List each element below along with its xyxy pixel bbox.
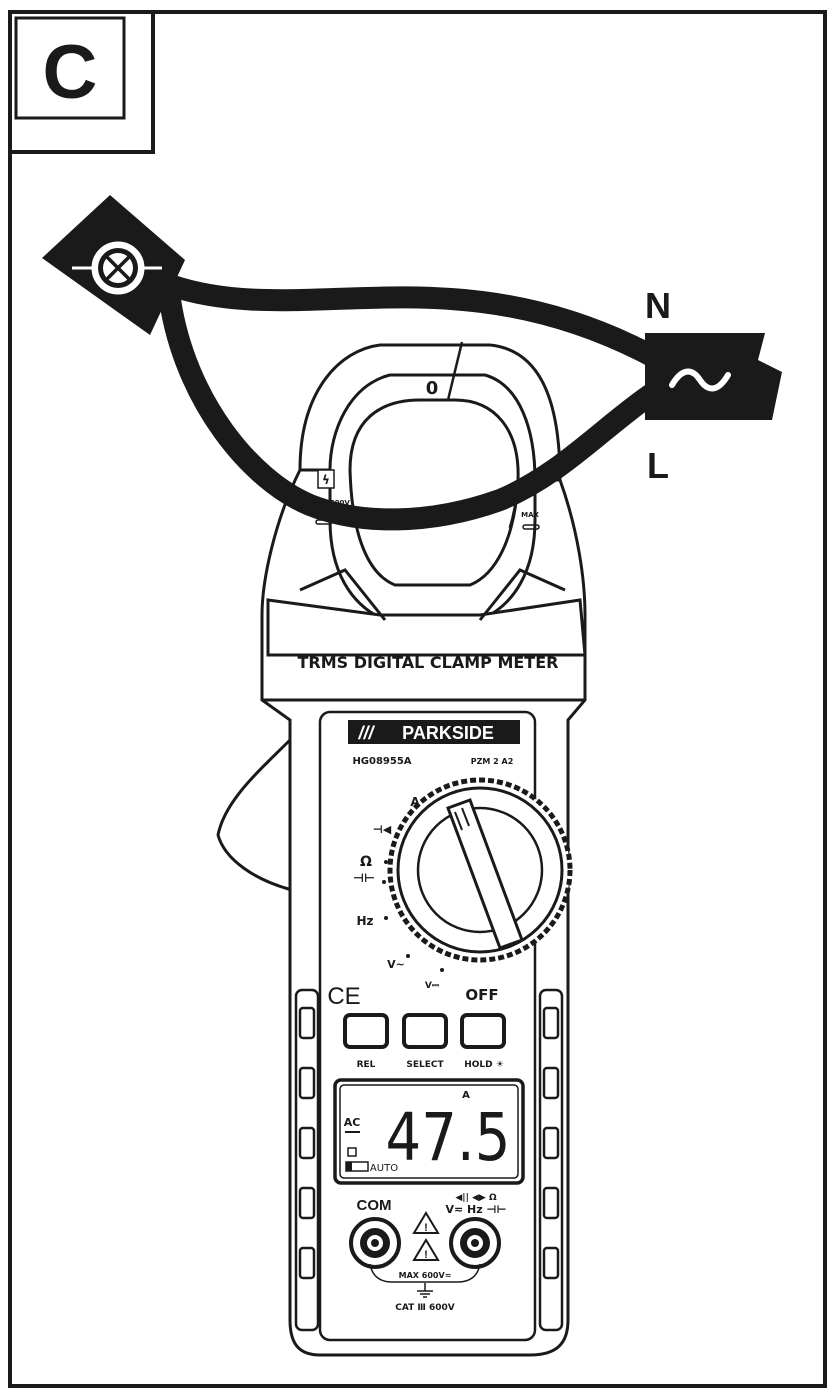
warning-bolt-icon: ϟ xyxy=(322,473,330,487)
rel-button[interactable] xyxy=(343,1013,389,1049)
lcd-flag-icon xyxy=(347,1147,357,1157)
clamp-jaw xyxy=(298,343,562,482)
neutral-label: N xyxy=(645,285,671,326)
select-button-label: SELECT xyxy=(406,1060,444,1070)
warning-triangle-icon: ! xyxy=(412,1211,440,1234)
lamp-symbol xyxy=(72,241,162,295)
svg-text:!: ! xyxy=(424,1222,428,1234)
warning-triangle-icon-2: ! xyxy=(412,1238,440,1261)
brand-bar xyxy=(348,720,520,744)
outer-frame xyxy=(8,10,827,1388)
model-code: PZM 2 A2 xyxy=(471,757,514,766)
rating-bracket xyxy=(369,1263,481,1283)
dial-label-hz: Hz xyxy=(356,914,373,928)
panel-letter: C xyxy=(43,30,98,115)
com-socket[interactable] xyxy=(349,1217,401,1269)
brand-name: PARKSIDE xyxy=(402,723,494,743)
jaw-marker: 0 xyxy=(426,378,439,399)
lcd-auto: AUTO xyxy=(370,1163,398,1174)
max-rating: MAX 600V≂ xyxy=(399,1271,452,1280)
live-wire xyxy=(159,289,661,531)
dial-label-ohm: Ω xyxy=(360,854,372,870)
dial-label-v-ac: V⎓ xyxy=(425,981,440,991)
clamp-trigger xyxy=(216,736,294,892)
jaw-right-label: MAX xyxy=(521,511,539,519)
rel-button-label: REL xyxy=(357,1060,376,1070)
com-label: COM xyxy=(357,1197,392,1214)
input-socket[interactable] xyxy=(449,1217,501,1269)
lcd-mode: AC xyxy=(344,1116,361,1129)
dial-label-v-dc: V~ xyxy=(387,958,405,971)
ce-mark: CE xyxy=(327,983,360,1010)
right-grip xyxy=(538,988,564,1332)
dial-label-capacitance: ⊣⊢ xyxy=(353,871,375,885)
brand-slashes: /// xyxy=(357,723,375,743)
mains-symbol xyxy=(669,368,731,392)
warning-symbol-box xyxy=(317,469,335,489)
dial-label-diode: ⊣◀ xyxy=(373,823,392,836)
live-label: L xyxy=(647,445,669,486)
panel-letter-box xyxy=(14,16,126,120)
battery-icon xyxy=(345,1161,369,1172)
left-grip xyxy=(294,988,320,1332)
shoulder-band xyxy=(266,598,587,657)
input-label-top: ◀|| ◀▶ Ω xyxy=(455,1193,497,1203)
hold-button[interactable] xyxy=(460,1013,506,1049)
mains-block xyxy=(645,333,782,420)
lcd-reading: 47.5 xyxy=(386,1100,511,1177)
dial-pointer xyxy=(446,798,524,950)
device-title: TRMS DIGITAL CLAMP METER xyxy=(298,653,559,672)
jaw-right-slot xyxy=(522,524,540,530)
neutral-wire xyxy=(159,274,661,366)
rotary-selector-dial[interactable] xyxy=(387,777,573,963)
cat-rating: CAT Ⅲ 600V xyxy=(395,1303,455,1313)
jaw-seam xyxy=(446,341,464,401)
lcd-unit: A xyxy=(462,1090,470,1101)
ground-icon xyxy=(417,1283,433,1298)
input-label-bottom: V≂ Hz ⊣⊢ xyxy=(445,1203,506,1216)
lcd-display: A AC 47.5 AUTO xyxy=(333,1078,525,1185)
dial-label-off: OFF xyxy=(465,986,498,1004)
select-button[interactable] xyxy=(402,1013,448,1049)
hold-button-label: HOLD ☀ xyxy=(464,1060,504,1070)
svg-text:!: ! xyxy=(424,1249,428,1261)
model-number: HG08955A xyxy=(352,756,411,767)
